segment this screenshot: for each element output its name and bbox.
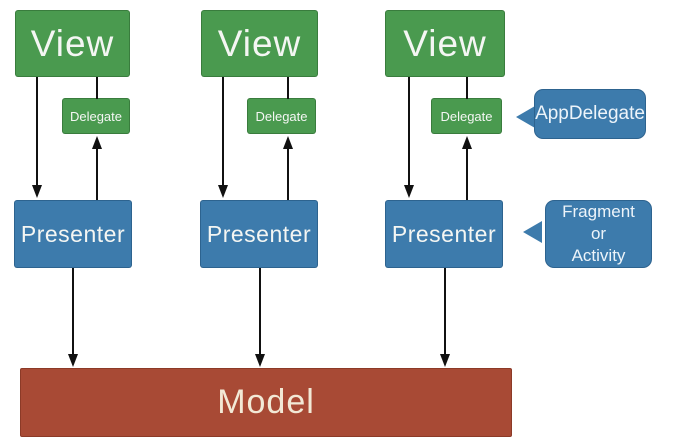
line-view-to-delegate-2 <box>287 77 289 99</box>
callout-appdelegate: AppDelegate <box>534 89 646 139</box>
view-label-2: View <box>217 22 302 64</box>
arrow-view-to-presenter-2 <box>222 77 224 186</box>
presenter-box-2: Presenter <box>200 200 318 268</box>
model-box: Model <box>20 368 512 437</box>
delegate-label-2: Delegate <box>255 108 308 124</box>
arrowhead-up-icon <box>283 136 293 149</box>
callout-appdelegate-label: AppDelegate <box>535 103 645 124</box>
arrowhead-down-icon <box>68 354 78 367</box>
presenter-label-3: Presenter <box>391 220 497 247</box>
arrowhead-up-icon <box>92 136 102 149</box>
delegate-box-2: Delegate <box>247 98 316 134</box>
arrow-presenter-to-delegate-1 <box>96 148 98 200</box>
arrow-presenter-to-delegate-2 <box>287 148 289 200</box>
arrowhead-down-icon <box>440 354 450 367</box>
delegate-label-1: Delegate <box>69 108 123 124</box>
arrow-presenter-to-delegate-3 <box>466 148 468 200</box>
arrow-presenter-to-model-2 <box>259 268 261 355</box>
delegate-label-3: Delegate <box>440 108 493 124</box>
arrowhead-up-icon <box>462 136 472 149</box>
presenter-label-2: Presenter <box>206 220 312 247</box>
arrow-view-to-presenter-3 <box>408 77 410 186</box>
arrowhead-down-icon <box>218 185 228 198</box>
callout-fragment-line-1: Fragment <box>562 202 635 221</box>
presenter-label-1: Presenter <box>20 220 126 247</box>
view-label-3: View <box>403 22 487 64</box>
line-view-to-delegate-1 <box>96 77 98 99</box>
view-label-1: View <box>30 22 115 64</box>
callout-fragment-line-3: Activity <box>571 246 626 265</box>
delegate-box-3: Delegate <box>431 98 502 134</box>
view-box-2: View <box>201 10 318 77</box>
callout-tail-left-icon <box>523 221 542 243</box>
arrowhead-down-icon <box>404 185 414 198</box>
line-view-to-delegate-3 <box>466 77 468 99</box>
delegate-box-1: Delegate <box>62 98 130 134</box>
presenter-box-3: Presenter <box>385 200 503 268</box>
view-box-3: View <box>385 10 505 77</box>
view-box-1: View <box>15 10 130 77</box>
callout-tail-left-icon <box>516 106 535 128</box>
model-label: Model <box>217 383 315 421</box>
arrow-view-to-presenter-1 <box>36 77 38 186</box>
arrowhead-down-icon <box>255 354 265 367</box>
arrowhead-down-icon <box>32 185 42 198</box>
arrow-presenter-to-model-1 <box>72 268 74 355</box>
callout-fragment-activity: Fragment or Activity <box>545 200 652 268</box>
arrow-presenter-to-model-3 <box>444 268 446 355</box>
callout-fragment-line-2: or <box>590 224 607 243</box>
presenter-box-1: Presenter <box>14 200 132 268</box>
